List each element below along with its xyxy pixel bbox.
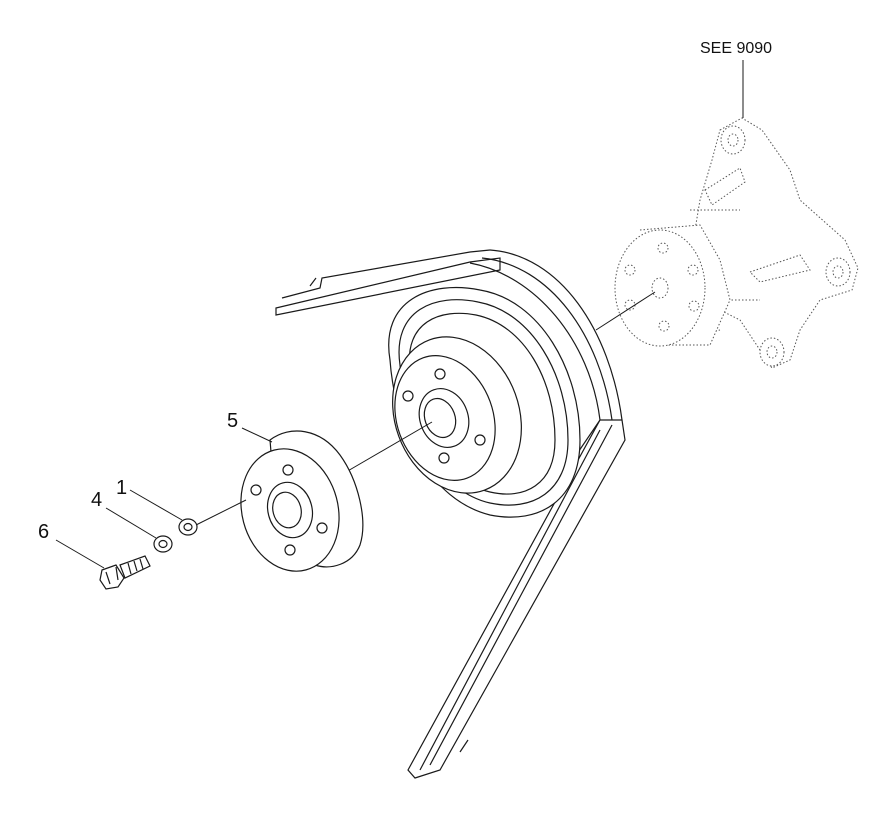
- callout-1-leader: [129, 489, 183, 521]
- washer-part-1: [178, 518, 198, 536]
- pulley-shaft-line: [345, 421, 433, 473]
- callout-4: 4: [91, 489, 102, 511]
- callout-1: 1: [116, 477, 127, 499]
- spacer-part-5: [240, 430, 364, 572]
- large-pulley: [388, 286, 581, 518]
- v-belt: [275, 249, 626, 779]
- bolt-part-6: [99, 555, 151, 590]
- callout-4-leader: [105, 507, 157, 539]
- spacer-shaft-line: [195, 499, 247, 526]
- lock-washer-part-4: [153, 535, 173, 553]
- reference-callout: SEE 9090: [700, 40, 772, 57]
- callout-5: 5: [227, 410, 238, 432]
- water-pump-reference: [614, 117, 859, 369]
- callout-6: 6: [38, 521, 49, 543]
- callout-5-leader: [241, 427, 273, 443]
- pump-shaft-line: [595, 291, 656, 331]
- callout-6-leader: [55, 539, 105, 569]
